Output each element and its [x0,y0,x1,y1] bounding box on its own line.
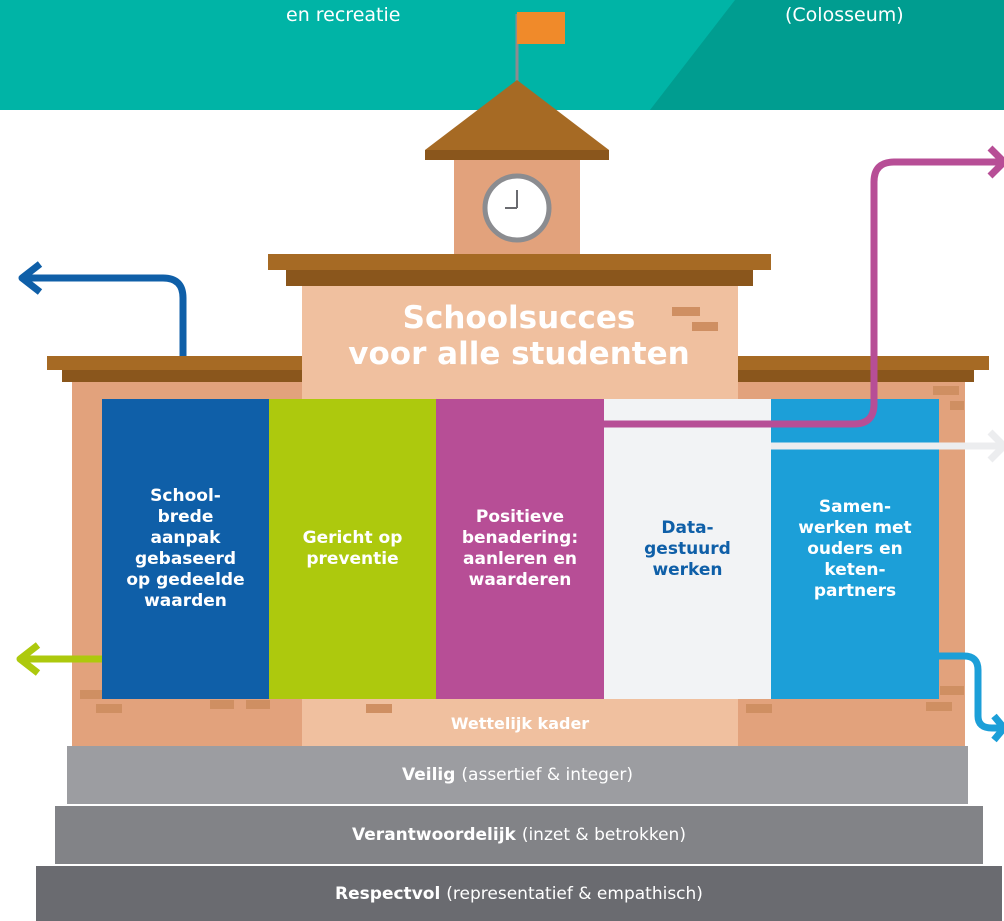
step-2-bar [55,806,983,864]
pillar-text-line: ouders en [807,538,903,559]
pillar-text-line: Gericht op [302,528,403,548]
pillar-text-line: Data- [661,517,714,538]
pillar-schoolwide-text: School- brede aanpak gebaseerd op gedeel… [126,486,244,612]
pillar-text-line: aanpak [150,528,221,548]
light-arrowhead-icon [987,429,1004,463]
banner-left-text: en recreatie [286,4,401,26]
pillar-text-line: gestuurd [644,538,731,559]
sky-arrowhead-icon [991,713,1004,743]
blue-arrow [24,274,187,356]
pillar-text-line: waarderen [468,570,572,590]
pillar-text-line: werken [652,559,723,580]
left-wing-roof [47,356,303,370]
right-wing-roof [737,356,989,370]
legal-frame-label: Wettelijk kader [450,714,590,733]
pillar-text-line: School- [150,486,221,506]
pillar-data-text: Data- gestuurd werken [644,518,731,581]
pillar-text-line: brede [157,507,214,527]
pillar-text-line: waarden [144,591,227,611]
step-3-bar [36,866,1002,921]
magenta-arrowhead-icon [987,145,1004,179]
step-1-safe: Veilig (assertief & integer) [67,746,968,804]
pillar-text-line: keten- [824,559,886,580]
step-2-responsible: Verantwoordelijk (inzet & betrokken) [55,806,983,864]
step-3-respectful: Respectvol (representatief & empathisch) [36,866,1002,921]
pillar-text-line: aanleren en [463,549,577,569]
pillar-text-line: werken met [798,517,912,538]
step-3-rest: (representatief & empathisch) [446,883,703,904]
pillar-text-line: Positieve [475,507,565,527]
pillar-text-line: Samen- [818,496,892,517]
flag-icon [517,12,565,44]
banner-right-text: (Colosseum) [785,4,904,26]
blue-arrowhead-icon [18,261,43,295]
lime-arrowhead-icon [16,642,41,676]
pillar-positive-approach: Positieve benadering: aanleren en waarde… [436,399,604,699]
main-title-line-2: voor alle studenten [348,336,690,372]
step-2-rest: (inzet & betrokken) [521,825,686,845]
magenta-arrow [604,158,1002,428]
pillar-schoolwide-approach: School- brede aanpak gebaseerd op gedeel… [102,399,269,699]
pillar-prevention-text: Gericht op preventie [303,528,403,570]
upper-roof [268,254,771,270]
pillar-collaboration-text: Samen- werken met ouders en keten- partn… [798,497,911,602]
main-title: Schoolsucces voor alle studenten [302,300,736,372]
pillar-data-driven: Data- gestuurd werken [604,399,771,699]
step-2-bold: Verantwoordelijk [352,825,516,845]
pillar-text-line: preventie [306,549,399,569]
sky-arrow [939,652,1004,732]
pillar-positive-text: Positieve benadering: aanleren en waarde… [462,507,578,591]
pillar-text-line: gebaseerd [134,549,237,569]
pillar-text-line: partners [813,580,897,601]
pillar-text-line: benadering: [461,528,579,548]
pillar-prevention: Gericht op preventie [269,399,436,699]
step-3-bold: Respectvol [335,883,441,904]
step-1-bar [67,746,968,804]
step-1-rest: (assertief & integer) [461,765,634,785]
main-title-line-1: Schoolsucces [402,300,636,336]
step-1-bold: Veilig [401,765,456,785]
tower-roof [425,80,609,150]
pillar-text-line: op gedeelde [126,570,245,590]
